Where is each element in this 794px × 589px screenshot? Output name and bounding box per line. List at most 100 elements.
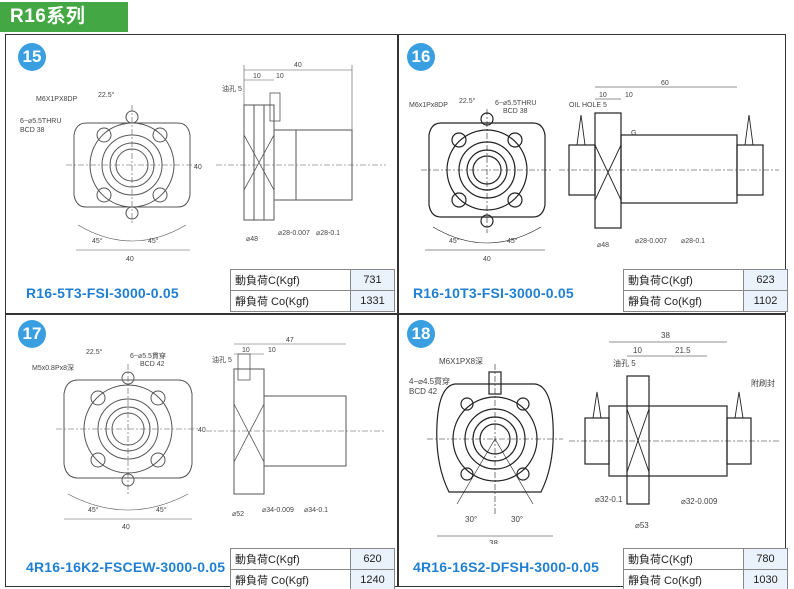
svg-text:M6X1PX8深: M6X1PX8深 [439, 357, 483, 366]
svg-text:10: 10 [599, 92, 607, 99]
dynamic-load-value: 731 [350, 269, 395, 291]
spec-table-15: 動負荷C(Kgf) 731 靜負荷 Co(Kgf) 1331 [230, 269, 395, 312]
svg-text:47: 47 [286, 337, 294, 344]
svg-text:⌀28-0.007: ⌀28-0.007 [635, 238, 667, 245]
svg-text:油孔 5: 油孔 5 [222, 84, 242, 93]
svg-text:⌀53: ⌀53 [635, 521, 649, 530]
svg-text:45°: 45° [449, 237, 460, 245]
panel-18: M6X1PX8深 4−⌀4.5貫穿 BCD 42 30° 30° 38 38 1… [399, 314, 789, 589]
spec-row-static: 靜負荷 Co(Kgf) 1030 [623, 569, 788, 589]
horizontal-divider [5, 313, 786, 315]
svg-text:M6x1Px8DP: M6x1Px8DP [409, 102, 448, 109]
svg-text:OIL HOLE 5: OIL HOLE 5 [569, 102, 607, 109]
static-load-value: 1102 [743, 290, 788, 312]
spec-table-18: 動負荷C(Kgf) 780 靜負荷 Co(Kgf) 1030 [623, 548, 788, 589]
svg-text:6−⌀5.5貫穿: 6−⌀5.5貫穿 [130, 351, 166, 360]
dynamic-load-label: 動負荷C(Kgf) [623, 269, 744, 291]
svg-text:40: 40 [126, 256, 134, 263]
svg-text:10: 10 [268, 347, 276, 354]
svg-text:38: 38 [661, 331, 670, 340]
svg-text:45°: 45° [156, 506, 167, 514]
dynamic-load-value: 620 [350, 548, 395, 570]
model-17: 4R16-16K2-FSCEW-3000-0.05 [26, 559, 226, 575]
badge-17: 17 [18, 320, 46, 348]
svg-text:60: 60 [661, 80, 669, 87]
spec-table-16: 動負荷C(Kgf) 623 靜負荷 Co(Kgf) 1102 [623, 269, 788, 312]
panel-16: M6x1Px8DP 22.5° 6−⌀5.5THRU BCD 38 45° 45… [399, 35, 789, 313]
svg-text:⌀48: ⌀48 [246, 236, 258, 243]
drawing-16: M6x1Px8DP 22.5° 6−⌀5.5THRU BCD 38 45° 45… [409, 80, 779, 263]
svg-text:10: 10 [253, 73, 261, 80]
badge-15: 15 [18, 43, 46, 71]
svg-text:22.5°: 22.5° [86, 348, 103, 356]
svg-text:G: G [631, 130, 636, 137]
svg-text:22.5°: 22.5° [459, 97, 476, 105]
static-load-value: 1240 [350, 569, 395, 589]
svg-text:10: 10 [633, 346, 642, 355]
svg-text:⌀32-0.1: ⌀32-0.1 [595, 495, 623, 504]
panel-17: M5x0.8Px8深 22.5° 6−⌀5.5貫穿 BCD 42 45° 45°… [6, 314, 396, 589]
svg-text:BCD 38: BCD 38 [503, 108, 528, 115]
static-load-label: 靜負荷 Co(Kgf) [230, 290, 351, 312]
dynamic-load-label: 動負荷C(Kgf) [623, 548, 744, 570]
svg-text:⌀32-0.009: ⌀32-0.009 [681, 497, 718, 506]
svg-text:6−⌀5.5THRU: 6−⌀5.5THRU [20, 118, 61, 125]
spec-row-dynamic: 動負荷C(Kgf) 731 [230, 269, 395, 291]
spec-row-dynamic: 動負荷C(Kgf) 780 [623, 548, 788, 570]
badge-16: 16 [407, 43, 435, 71]
drawing-15: M6X1PX8DP 22.5° 6−⌀5.5THRU BCD 38 45° 45… [20, 62, 386, 263]
svg-text:油孔 5: 油孔 5 [212, 355, 232, 364]
svg-text:M5x0.8Px8深: M5x0.8Px8深 [32, 363, 74, 372]
panel-15: M6X1PX8DP 22.5° 6−⌀5.5THRU BCD 38 45° 45… [6, 35, 396, 313]
svg-text:⌀28-0.007: ⌀28-0.007 [278, 230, 310, 237]
svg-text:10: 10 [242, 347, 250, 354]
svg-text:M6X1PX8DP: M6X1PX8DP [36, 96, 78, 103]
svg-text:⌀28-0.1: ⌀28-0.1 [681, 238, 705, 245]
series-title: R16系列 [0, 2, 128, 32]
svg-text:BCD 38: BCD 38 [20, 127, 45, 134]
svg-text:38: 38 [489, 539, 498, 544]
model-16: R16-10T3-FSI-3000-0.05 [413, 285, 574, 301]
svg-text:附刷封: 附刷封 [751, 378, 775, 388]
dynamic-load-label: 動負荷C(Kgf) [230, 548, 351, 570]
svg-text:⌀34-0.009: ⌀34-0.009 [262, 507, 294, 514]
svg-text:45°: 45° [507, 237, 518, 245]
svg-text:45°: 45° [92, 237, 103, 245]
svg-text:10: 10 [276, 73, 284, 80]
static-load-label: 靜負荷 Co(Kgf) [230, 569, 351, 589]
static-load-value: 1331 [350, 290, 395, 312]
model-18: 4R16-16S2-DFSH-3000-0.05 [413, 559, 600, 575]
static-load-label: 靜負荷 Co(Kgf) [623, 569, 744, 589]
spec-row-static: 靜負荷 Co(Kgf) 1240 [230, 569, 395, 589]
spec-row-dynamic: 動負荷C(Kgf) 620 [230, 548, 395, 570]
dynamic-load-label: 動負荷C(Kgf) [230, 269, 351, 291]
svg-text:45°: 45° [148, 237, 159, 245]
drawing-18: M6X1PX8深 4−⌀4.5貫穿 BCD 42 30° 30° 38 38 1… [409, 331, 779, 544]
svg-text:⌀34-0.1: ⌀34-0.1 [304, 507, 328, 514]
svg-text:40: 40 [294, 62, 302, 69]
spec-table-17: 動負荷C(Kgf) 620 靜負荷 Co(Kgf) 1240 [230, 548, 395, 589]
svg-text:45°: 45° [88, 506, 99, 514]
svg-text:BCD 42: BCD 42 [409, 387, 438, 396]
svg-text:⌀48: ⌀48 [597, 242, 609, 249]
badge-18: 18 [407, 320, 435, 348]
svg-text:40: 40 [194, 164, 202, 171]
svg-text:21.5: 21.5 [675, 346, 691, 355]
svg-text:40: 40 [483, 256, 491, 263]
dynamic-load-value: 780 [743, 548, 788, 570]
dynamic-load-value: 623 [743, 269, 788, 291]
svg-text:30°: 30° [465, 515, 477, 524]
static-load-value: 1030 [743, 569, 788, 589]
model-15: R16-5T3-FSI-3000-0.05 [26, 285, 179, 301]
svg-text:22.5°: 22.5° [98, 91, 115, 99]
svg-text:10: 10 [625, 92, 633, 99]
svg-text:4−⌀4.5貫穿: 4−⌀4.5貫穿 [409, 376, 450, 386]
svg-text:油孔 5: 油孔 5 [613, 358, 636, 368]
spec-row-static: 靜負荷 Co(Kgf) 1102 [623, 290, 788, 312]
spec-row-dynamic: 動負荷C(Kgf) 623 [623, 269, 788, 291]
svg-text:⌀52: ⌀52 [232, 511, 244, 518]
drawing-17: M5x0.8Px8深 22.5° 6−⌀5.5貫穿 BCD 42 45° 45°… [32, 337, 386, 531]
static-load-label: 靜負荷 Co(Kgf) [623, 290, 744, 312]
spec-row-static: 靜負荷 Co(Kgf) 1331 [230, 290, 395, 312]
svg-text:40: 40 [198, 427, 206, 434]
